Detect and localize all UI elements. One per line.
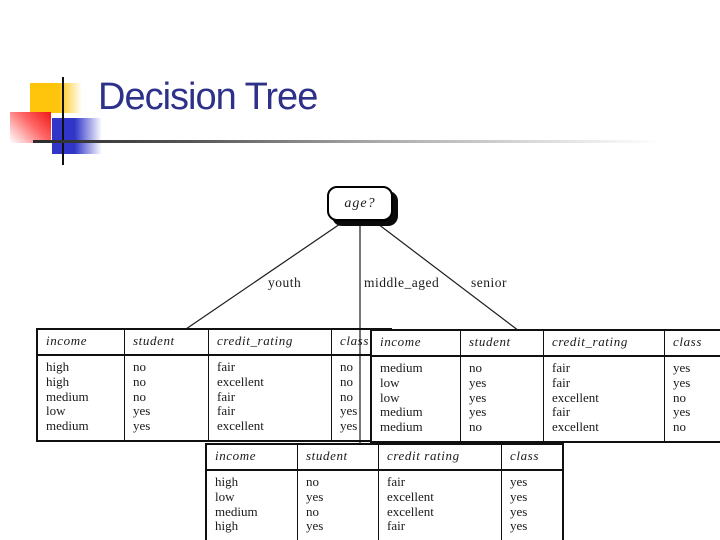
table-cell: no bbox=[664, 420, 720, 442]
table-cell: yes bbox=[501, 519, 563, 540]
branch-label-middle-aged: middle_aged bbox=[364, 275, 440, 290]
table-cell: yes bbox=[501, 489, 563, 505]
table-cell: yes bbox=[664, 356, 720, 376]
decor-blue-square bbox=[52, 118, 102, 154]
table-cell: yes bbox=[501, 470, 563, 490]
branch-line-senior bbox=[377, 223, 520, 332]
table-cell: excellent bbox=[208, 374, 332, 390]
table-cell: fair bbox=[208, 389, 332, 405]
table-cell: medium bbox=[46, 419, 89, 434]
decor-vertical-line bbox=[62, 77, 64, 165]
table-cell: no bbox=[297, 470, 379, 490]
column-header: student bbox=[124, 329, 209, 356]
branch-label-senior: senior bbox=[471, 275, 507, 290]
table-cell: yes bbox=[664, 375, 720, 391]
table-cell: no bbox=[124, 374, 209, 390]
table-cell: low bbox=[380, 375, 400, 390]
table-cell: excellent bbox=[378, 504, 502, 520]
table-cell: excellent bbox=[543, 390, 665, 406]
table-cell: fair bbox=[208, 404, 332, 420]
table-cell: high bbox=[46, 374, 70, 389]
table-cell: high bbox=[46, 359, 70, 374]
column-header: income bbox=[206, 444, 298, 471]
title-underline bbox=[33, 140, 660, 143]
slide-title: Decision Tree bbox=[98, 76, 318, 118]
root-node-age: age? bbox=[327, 186, 393, 221]
column-header: student bbox=[297, 444, 379, 471]
table-cell: fair bbox=[378, 519, 502, 540]
table-cell: no bbox=[124, 389, 209, 405]
column-header: income bbox=[37, 329, 125, 356]
table-cell: low bbox=[46, 404, 66, 419]
table-cell: yes bbox=[460, 375, 544, 391]
table-cell: no bbox=[664, 390, 720, 406]
table-cell: medium bbox=[380, 360, 423, 375]
table-cell: medium bbox=[380, 405, 423, 420]
column-header: class bbox=[501, 444, 563, 471]
table-cell: high bbox=[215, 474, 239, 489]
column-header: credit_rating bbox=[208, 329, 332, 356]
table-cell: no bbox=[460, 356, 544, 376]
table-cell: yes bbox=[460, 390, 544, 406]
table-cell: fair bbox=[543, 405, 665, 421]
table-cell: yes bbox=[124, 404, 209, 420]
table-cell: excellent bbox=[543, 420, 665, 442]
table-cell: yes bbox=[297, 489, 379, 505]
table-cell: excellent bbox=[378, 489, 502, 505]
decor-yellow-square bbox=[30, 83, 82, 113]
branch-line-youth bbox=[185, 223, 341, 330]
table-cell: excellent bbox=[208, 419, 332, 441]
table-cell: no bbox=[297, 504, 379, 520]
table-cell: medium bbox=[215, 504, 258, 519]
column-header: class bbox=[664, 330, 720, 357]
table-cell: yes bbox=[460, 405, 544, 421]
table-cell: yes bbox=[501, 504, 563, 520]
table-cell: fair bbox=[378, 470, 502, 490]
root-node-label: age? bbox=[344, 195, 376, 211]
table-cell: fair bbox=[543, 356, 665, 376]
column-header: income bbox=[371, 330, 461, 357]
table-cell: low bbox=[380, 390, 400, 405]
table-cell: fair bbox=[543, 375, 665, 391]
table-cell: no bbox=[460, 420, 544, 442]
table-cell: yes bbox=[664, 405, 720, 421]
table-cell: medium bbox=[46, 389, 89, 404]
branch-label-youth: youth bbox=[268, 275, 302, 290]
column-header: credit rating bbox=[378, 444, 502, 471]
table-cell: yes bbox=[124, 419, 209, 441]
table-cell: fair bbox=[208, 355, 332, 375]
table-cell: no bbox=[124, 355, 209, 375]
table-cell: yes bbox=[297, 519, 379, 540]
table-cell: low bbox=[215, 489, 235, 504]
decor-red-square bbox=[10, 112, 51, 143]
table-cell: medium bbox=[380, 420, 423, 435]
column-header: credit_rating bbox=[543, 330, 665, 357]
column-header: student bbox=[460, 330, 544, 357]
table-cell: high bbox=[215, 519, 239, 534]
